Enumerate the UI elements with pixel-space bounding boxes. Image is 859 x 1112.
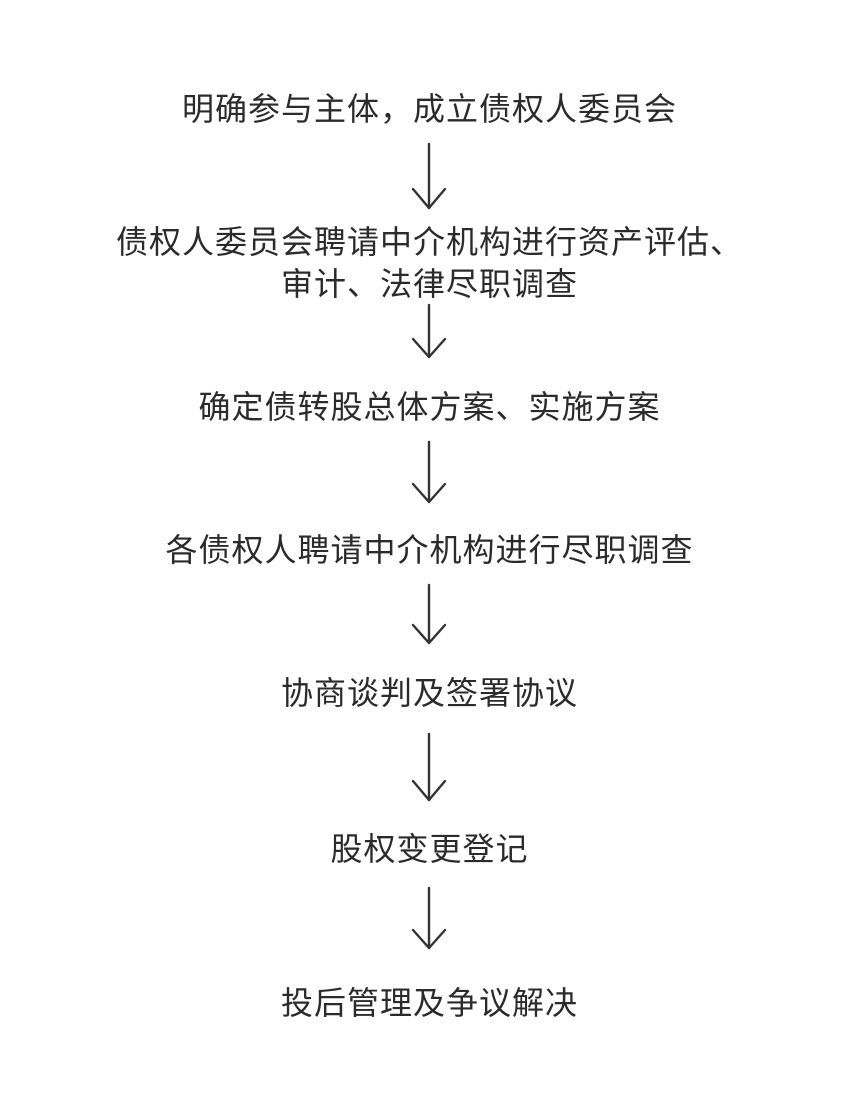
step-6: 股权变更登记 [0, 828, 859, 870]
step-1-line-1: 明确参与主体，成立债权人委员会 [181, 90, 677, 128]
down-arrow-icon [407, 142, 451, 212]
step-2-line-1: 债权人委员会聘请中介机构进行资产评估、 [115, 223, 743, 261]
down-arrow-icon [407, 440, 451, 506]
step-6-line-1: 股权变更登记 [330, 830, 529, 868]
step-3-line-1: 确定债转股总体方案、实施方案 [198, 388, 661, 426]
down-arrow-icon [407, 583, 451, 647]
step-3: 确定债转股总体方案、实施方案 [0, 386, 859, 428]
step-4-line-1: 各债权人聘请中介机构进行尽职调查 [165, 531, 694, 569]
step-5: 协商谈判及签署协议 [0, 672, 859, 714]
step-7: 投后管理及争议解决 [0, 982, 859, 1024]
step-5-line-1: 协商谈判及签署协议 [280, 674, 578, 712]
step-2-line-2: 审计、法律尽职调查 [280, 265, 578, 303]
step-4: 各债权人聘请中介机构进行尽职调查 [0, 529, 859, 571]
down-arrow-icon [407, 732, 451, 804]
down-arrow-icon [407, 303, 451, 361]
down-arrow-icon [407, 886, 451, 952]
step-7-line-1: 投后管理及争议解决 [280, 984, 578, 1022]
step-1: 明确参与主体，成立债权人委员会 [0, 88, 859, 130]
step-2: 债权人委员会聘请中介机构进行资产评估、 审计、法律尽职调查 [0, 221, 859, 305]
